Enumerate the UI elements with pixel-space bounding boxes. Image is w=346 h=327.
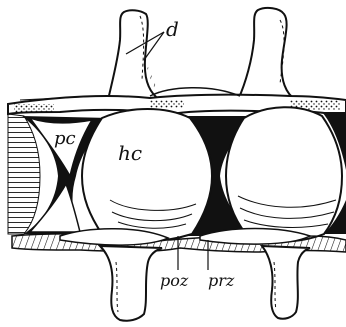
label-pc: pc (54, 128, 76, 149)
label-poz: poz (160, 271, 189, 290)
upper-spine-left (108, 10, 160, 100)
label-prz: prz (208, 271, 235, 290)
centrum-right (226, 107, 342, 241)
label-hc: hc (118, 141, 142, 165)
centrum-hc (82, 109, 212, 242)
lower-spine-right (262, 246, 310, 319)
lower-spine-left (100, 246, 162, 321)
label-d: d (166, 17, 179, 41)
left-edge-shading (8, 114, 40, 234)
upper-spine-right (238, 8, 296, 100)
